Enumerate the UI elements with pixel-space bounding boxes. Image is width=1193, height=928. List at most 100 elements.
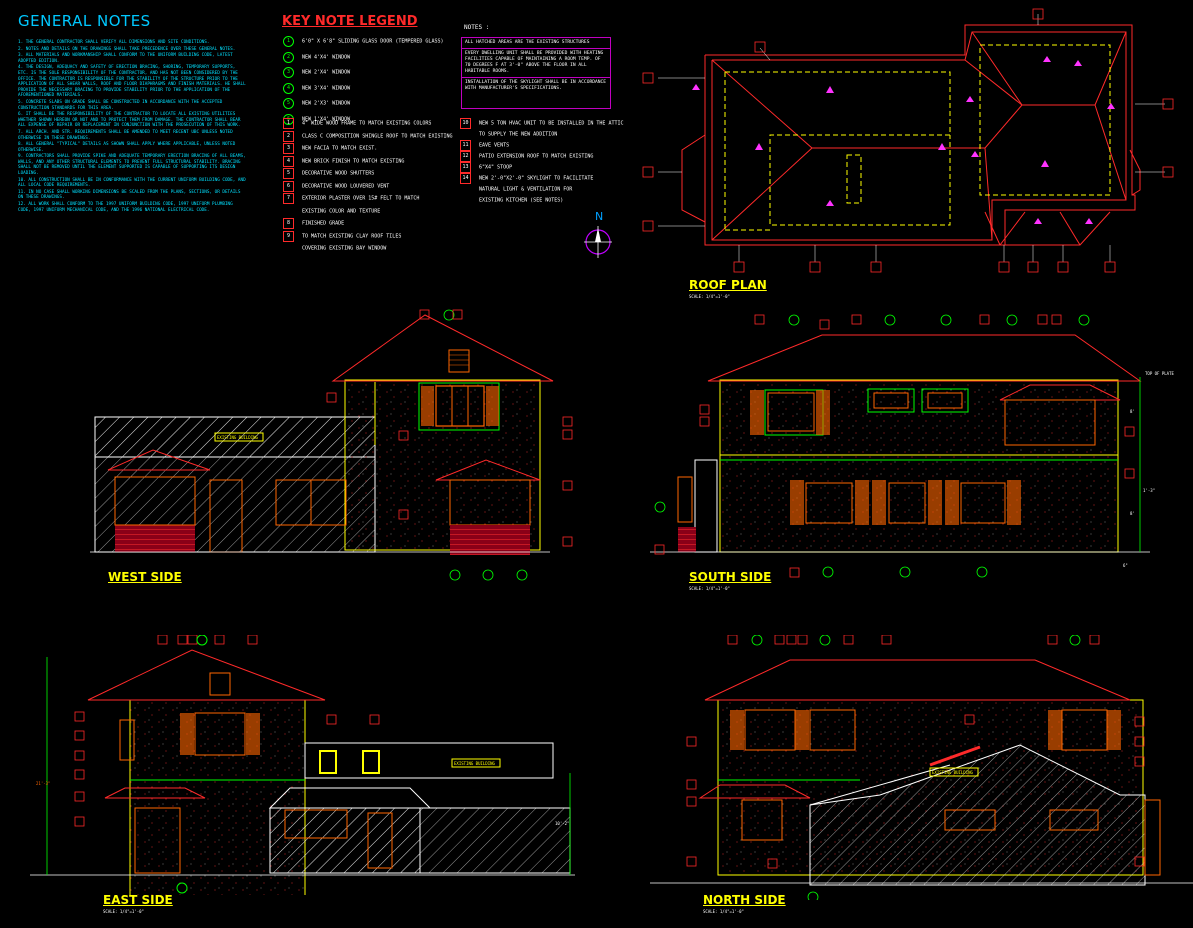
keynote-label: CLASS C COMPOSITION SHINGLE ROOF TO MATC… bbox=[302, 133, 453, 139]
keynote-label: FINISHED GRADE bbox=[302, 220, 345, 227]
keynote-label: 6"X4" STOOP bbox=[479, 164, 513, 171]
keynote-number: 3 bbox=[283, 143, 294, 154]
keynote-number: 6 bbox=[283, 180, 294, 192]
north-label: N bbox=[595, 210, 603, 223]
keynote-label: 6'0" X 6'8" SLIDING GLASS DOOR (TEMPERED… bbox=[302, 38, 444, 45]
dim-8b-label: 8' bbox=[1130, 511, 1135, 516]
keynote-label: EAVE VENTS bbox=[479, 142, 510, 149]
keynote-label: TO SUPPLY THE NEW ADDITION bbox=[479, 131, 558, 138]
top-of-plate-label: TOP OF PLATE bbox=[1145, 371, 1174, 376]
north-side-elevation: EXISTING BUILDING bbox=[650, 635, 1193, 900]
keynote-number: 9 bbox=[283, 230, 294, 242]
keynote-item: 1 4" WIDE WOOD FRAME TO MATCH EXISTING CO… bbox=[283, 118, 431, 129]
keynote-number: 5 bbox=[283, 168, 294, 179]
existing-building-label-north: EXISTING BUILDING bbox=[932, 770, 974, 775]
keynote-number: 1 bbox=[283, 118, 294, 129]
notes-line: ALL HATCHED AREAS ARE THE EXISTING STRUC… bbox=[462, 38, 610, 49]
keynote-item: EXISTING COLOR AND TEXTURE bbox=[283, 206, 380, 217]
keynote-item: 4 NEW BRICK FINISH TO MATCH EXISTING bbox=[283, 155, 405, 167]
south-side-title: SOUTH SIDE bbox=[689, 570, 772, 584]
keynote-item: 2 CLASS C COMPOSITION SHINGLE ROOF TO MAT… bbox=[283, 130, 453, 142]
general-note-item: 5. CONCRETE SLABS ON GRADE SHALL BE CONS… bbox=[18, 99, 223, 111]
general-note-item: 10. ALL CONSTRUCTION SHALL BE IN CONFORM… bbox=[18, 177, 246, 189]
east-side-scale: SCALE: 1/4"=1'-0" bbox=[103, 909, 144, 914]
keynote-label: NEW 2'X3' WINDOW bbox=[302, 100, 351, 107]
keynote-item: 4 NEW 3'X4' WINDOW bbox=[283, 82, 351, 94]
keynote-item: EXISTING KITCHEN (SEE NOTES) bbox=[460, 195, 563, 206]
keynote-label: COVERING EXISTING BAY WINDOW bbox=[302, 245, 387, 252]
keynote-item: NATURAL LIGHT & VENTILATION FOR bbox=[460, 184, 572, 195]
general-note-item: 6. IT SHALL BE THE RESPONSIBILITY OF THE… bbox=[18, 112, 241, 129]
keynote-item: COVERING EXISTING BAY WINDOW bbox=[283, 243, 386, 254]
north-side-title: NORTH SIDE bbox=[703, 893, 786, 907]
dim-6-label: 6" bbox=[1123, 563, 1128, 568]
notes-box: ALL HATCHED AREAS ARE THE EXISTING STRUC… bbox=[461, 37, 611, 109]
keynote-number: 11 bbox=[460, 140, 471, 151]
keynote-label: NEW 5 TON HVAC UNIT TO BE INSTALLED IN T… bbox=[479, 120, 624, 127]
keynote-number: 13 bbox=[460, 162, 471, 173]
keynote-label: NEW FACIA TO MATCH EXIST. bbox=[302, 145, 378, 152]
existing-building-label-east: EXISTING BUILDING bbox=[454, 761, 496, 766]
general-notes-title: GENERAL NOTES bbox=[18, 12, 151, 30]
keynote-number: 14 bbox=[460, 173, 471, 184]
east-side-elevation: EXISTING BUILDING 21'-3" 10'-2" bbox=[30, 635, 575, 895]
north-arrow: N bbox=[584, 210, 612, 258]
general-notes-list: 1. THE GENERAL CONTRACTOR SHALL VERIFY A… bbox=[18, 40, 248, 214]
keynote-item: 13 6"X4" STOOP bbox=[460, 162, 512, 173]
keynote-item: 12 PATIO EXTENSION ROOF TO MATCH EXISTING bbox=[460, 151, 593, 162]
keynote-number: 4 bbox=[283, 155, 294, 167]
keynote-label: NEW 1'X4' WINDOW bbox=[302, 116, 351, 122]
general-note-item: 3. ALL MATERIALS AND WORKMANSHIP SHALL C… bbox=[18, 53, 233, 64]
keynote-number: 2 bbox=[283, 51, 294, 63]
keynote-number: 1 bbox=[283, 36, 294, 47]
keynote-item: TO SUPPLY THE NEW ADDITION bbox=[460, 129, 557, 140]
keynote-label: 4" WIDE WOOD FRAME TO MATCH EXISTING COL… bbox=[302, 120, 432, 127]
keynote-number: 10 bbox=[460, 118, 471, 129]
keynote-number: 4 bbox=[283, 82, 294, 94]
roof-plan-scale: SCALE: 1/4"=1'-0" bbox=[689, 294, 730, 299]
keynote-item: 9 TO MATCH EXISTING CLAY ROOF TILES bbox=[283, 230, 402, 242]
general-note-item: 12. ALL WORK SHALL CONFORM TO THE 1997 U… bbox=[18, 202, 233, 213]
keynote-label: EXISTING COLOR AND TEXTURE bbox=[302, 208, 381, 214]
south-side-scale: SCALE: 1/4"=1'-0" bbox=[689, 586, 730, 591]
west-side-elevation: EXISTING BUILDING bbox=[90, 309, 573, 581]
roof-plan-drawing bbox=[642, 8, 1174, 273]
keynote-label: TO MATCH EXISTING CLAY ROOF TILES bbox=[302, 233, 402, 239]
keynote-label: NATURAL LIGHT & VENTILATION FOR bbox=[479, 186, 573, 193]
keynote-number: 7 bbox=[283, 193, 294, 204]
general-note-item: 2. NOTES AND DETAILS ON THE DRAWINGS SHA… bbox=[18, 46, 236, 52]
dim-10-2-label: 10'-2" bbox=[555, 821, 569, 826]
keynote-label: EXISTING KITCHEN (SEE NOTES) bbox=[479, 197, 564, 204]
notes-line: EVERY DWELLING UNIT SHALL BE PROVIDED WI… bbox=[462, 49, 610, 78]
keynote-item: 5 DECORATIVE WOOD SHUTTERS bbox=[283, 168, 374, 179]
north-side-scale: SCALE: 1/4"=1'-0" bbox=[703, 909, 744, 914]
general-note-item: 8. ALL GENERAL "TYPICAL" DETAILS AS SHOW… bbox=[18, 142, 236, 153]
notes-line: INSTALLATION OF THE SKYLIGHT SHALL BE IN… bbox=[465, 80, 607, 91]
keynote-label: DECORATIVE WOOD LOUVERED VENT bbox=[302, 183, 390, 189]
keynote-label: NEW BRICK FINISH TO MATCH EXISTING bbox=[302, 158, 405, 164]
dim-21-3-label: 21'-3" bbox=[36, 781, 50, 786]
keynote-label: PATIO EXTENSION ROOF TO MATCH EXISTING bbox=[479, 153, 594, 160]
keynote-number: 12 bbox=[460, 151, 471, 162]
keynote-number: 5 bbox=[283, 98, 294, 109]
east-side-title: EAST SIDE bbox=[103, 893, 173, 907]
keynote-label: DECORATIVE WOOD SHUTTERS bbox=[302, 170, 375, 177]
keynote-number: 3 bbox=[283, 67, 294, 78]
keynote-item: 7 EXTERIOR PLASTER OVER 15# FELT TO MATCH bbox=[283, 193, 419, 204]
keynote-item: 10 NEW 5 TON HVAC UNIT TO BE INSTALLED IN… bbox=[460, 118, 624, 129]
keynote-label: NEW 2'X4' WINDOW bbox=[302, 69, 351, 76]
dim-1-3-label: 1'-3" bbox=[1143, 488, 1155, 493]
keynote-legend-title: KEY NOTE LEGEND bbox=[282, 14, 418, 29]
keynote-number: 8 bbox=[283, 218, 294, 229]
keynote-item: 11 EAVE VENTS bbox=[460, 140, 509, 151]
south-side-elevation: TOP OF PLATE 8' 1'-3" 8' 6" bbox=[650, 314, 1174, 578]
general-note-item: 7. ALL ARCH. AND STR. REQUIREMENTS SHALL… bbox=[18, 129, 233, 141]
keynote-label: NEW 3'X4' WINDOW bbox=[302, 85, 351, 91]
keynote-item: 1 6'0" X 6'8" SLIDING GLASS DOOR (TEMPERE… bbox=[283, 36, 443, 47]
keynote-item: 6 DECORATIVE WOOD LOUVERED VENT bbox=[283, 180, 390, 192]
keynote-item: 3 NEW FACIA TO MATCH EXIST. bbox=[283, 143, 377, 154]
keynote-label: EXTERIOR PLASTER OVER 15# FELT TO MATCH bbox=[302, 195, 420, 202]
keynote-number: 2 bbox=[283, 130, 294, 142]
